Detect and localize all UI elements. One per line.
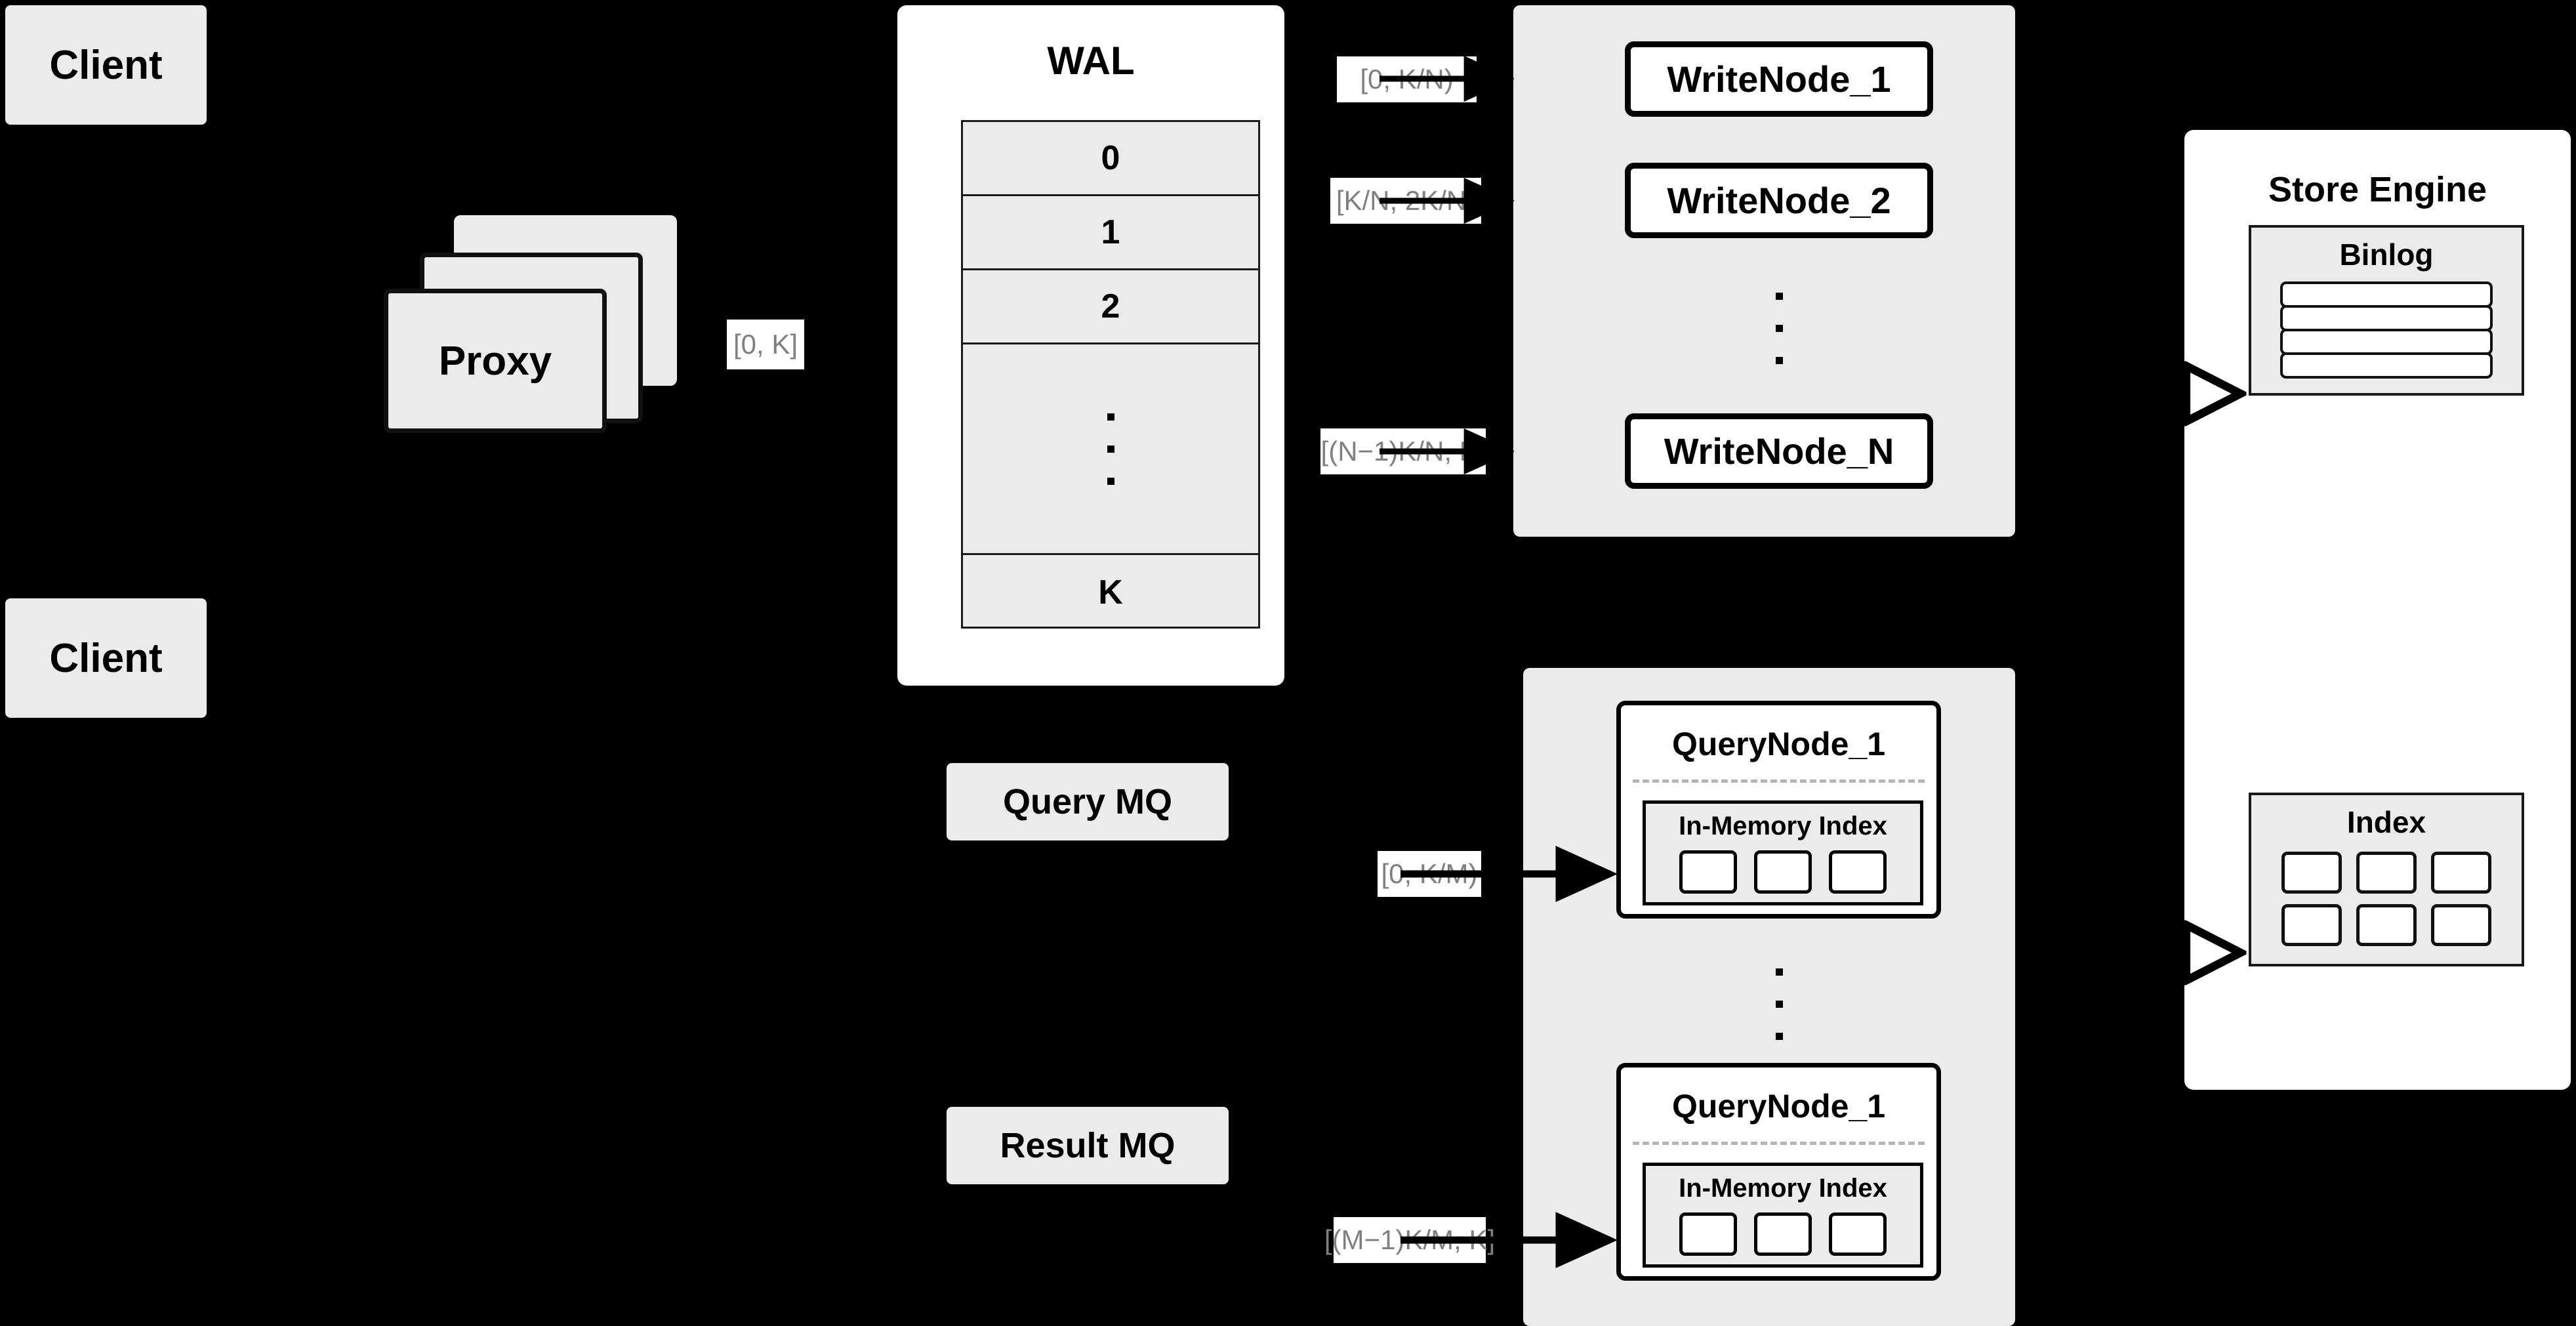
wal-ellipsis-dot-1 bbox=[1107, 413, 1114, 421]
index-cell[interactable] bbox=[2356, 904, 2417, 946]
query-node-m[interactable]: QueryNode_1 In-Memory Index bbox=[1616, 1063, 1941, 1281]
store-engine-title: Store Engine bbox=[2268, 170, 2487, 209]
write-node-1-label: WriteNode_1 bbox=[1667, 58, 1891, 100]
query-ellipsis-dot-3 bbox=[1775, 1033, 1783, 1040]
proxy-card-front[interactable]: Proxy bbox=[384, 289, 607, 433]
index-cell[interactable] bbox=[2281, 852, 2342, 894]
index-cells bbox=[2276, 852, 2497, 946]
index-cell[interactable] bbox=[2431, 852, 2491, 894]
query-mq-label: Query MQ bbox=[1002, 782, 1173, 821]
imi-cell[interactable] bbox=[1679, 1212, 1737, 1256]
edge-label-proxy-to-wal: [0, K] bbox=[727, 320, 804, 369]
wal-panel: WAL 0 1 2 K bbox=[897, 5, 1284, 686]
edge-label-write-node-n: [(N−1)K/N, K] bbox=[1320, 428, 1486, 474]
index-cell[interactable] bbox=[2281, 904, 2342, 946]
write-ellipsis-dot-3 bbox=[1775, 357, 1783, 364]
query-node-1-divider bbox=[1633, 779, 1925, 783]
write-node-2[interactable]: WriteNode_2 bbox=[1625, 163, 1933, 238]
query-node-m-in-memory-index: In-Memory Index bbox=[1643, 1163, 1923, 1268]
binlog-title: Binlog bbox=[2339, 238, 2434, 272]
edge-label-write-node-1: [0, K/N) bbox=[1337, 56, 1477, 102]
store-engine-panel: Store Engine Binlog Index bbox=[2184, 130, 2571, 1090]
query-node-m-imi-cells bbox=[1646, 1212, 1920, 1256]
query-node-1-imi-title: In-Memory Index bbox=[1679, 812, 1887, 840]
query-ellipsis-dot-2 bbox=[1775, 1001, 1783, 1008]
wal-title: WAL bbox=[1047, 39, 1135, 83]
imi-cell[interactable] bbox=[1829, 1212, 1887, 1256]
write-node-1[interactable]: WriteNode_1 bbox=[1625, 41, 1933, 117]
result-mq-box[interactable]: Result MQ bbox=[947, 1107, 1229, 1184]
imi-cell[interactable] bbox=[1829, 850, 1887, 894]
binlog-row[interactable] bbox=[2280, 281, 2493, 308]
client-label-1: Client bbox=[49, 42, 163, 88]
query-node-m-divider bbox=[1633, 1142, 1925, 1145]
wal-row-ellipsis bbox=[963, 344, 1258, 555]
wal-row-2[interactable]: 2 bbox=[963, 270, 1258, 344]
imi-cell[interactable] bbox=[1679, 850, 1737, 894]
query-ellipsis-dot-1 bbox=[1775, 968, 1783, 976]
imi-cell[interactable] bbox=[1754, 850, 1812, 894]
edge-label-write-node-2: [K/N, 2K/N) bbox=[1330, 178, 1481, 224]
index-title: Index bbox=[2346, 805, 2426, 839]
query-node-1-title: QueryNode_1 bbox=[1671, 726, 1886, 762]
query-node-cluster: QueryNode_1 In-Memory Index QueryNode_1 bbox=[1523, 668, 2015, 1326]
wal-row-0[interactable]: 0 bbox=[963, 122, 1258, 196]
write-node-n[interactable]: WriteNode_N bbox=[1625, 413, 1933, 489]
binlog-row[interactable] bbox=[2280, 305, 2493, 331]
proxy-label: Proxy bbox=[438, 338, 552, 384]
query-cluster-ellipsis bbox=[1740, 947, 1818, 1062]
write-ellipsis-dot-1 bbox=[1775, 293, 1783, 300]
edge-label-query-node-m: [(M−1)K/M, K] bbox=[1324, 1217, 1495, 1263]
binlog-rows bbox=[2280, 281, 2493, 379]
write-ellipsis-dot-2 bbox=[1775, 325, 1783, 332]
index-cell[interactable] bbox=[2356, 852, 2417, 894]
query-mq-box[interactable]: Query MQ bbox=[947, 763, 1229, 840]
query-node-1-imi-cells bbox=[1646, 850, 1920, 894]
wal-table: 0 1 2 K bbox=[961, 120, 1260, 629]
write-node-2-label: WriteNode_2 bbox=[1667, 180, 1891, 221]
wal-row-k[interactable]: K bbox=[1098, 573, 1123, 611]
index-box: Index bbox=[2249, 793, 2524, 966]
query-node-1[interactable]: QueryNode_1 In-Memory Index bbox=[1616, 701, 1941, 919]
write-node-n-label: WriteNode_N bbox=[1664, 430, 1894, 472]
client-label-2: Client bbox=[49, 635, 163, 681]
imi-cell[interactable] bbox=[1754, 1212, 1812, 1256]
index-cell[interactable] bbox=[2431, 904, 2491, 946]
query-node-m-imi-title: In-Memory Index bbox=[1679, 1174, 1887, 1203]
query-node-1-in-memory-index: In-Memory Index bbox=[1643, 800, 1923, 905]
wal-row-1[interactable]: 1 bbox=[963, 196, 1258, 270]
write-node-cluster: WriteNode_1 WriteNode_2 WriteNode_N bbox=[1513, 5, 2015, 537]
edge-label-query-node-1: [0, K/M) bbox=[1378, 851, 1481, 897]
binlog-row[interactable] bbox=[2280, 352, 2493, 379]
client-box-1[interactable]: Client bbox=[5, 5, 207, 125]
binlog-row[interactable] bbox=[2280, 329, 2493, 355]
binlog-box: Binlog bbox=[2249, 225, 2524, 396]
wal-ellipsis-dot-2 bbox=[1107, 445, 1114, 453]
query-node-m-title: QueryNode_1 bbox=[1671, 1088, 1886, 1125]
write-cluster-ellipsis bbox=[1740, 271, 1818, 386]
wal-ellipsis-dot-3 bbox=[1107, 477, 1114, 485]
client-box-2[interactable]: Client bbox=[5, 598, 207, 718]
result-mq-label: Result MQ bbox=[1000, 1126, 1176, 1165]
